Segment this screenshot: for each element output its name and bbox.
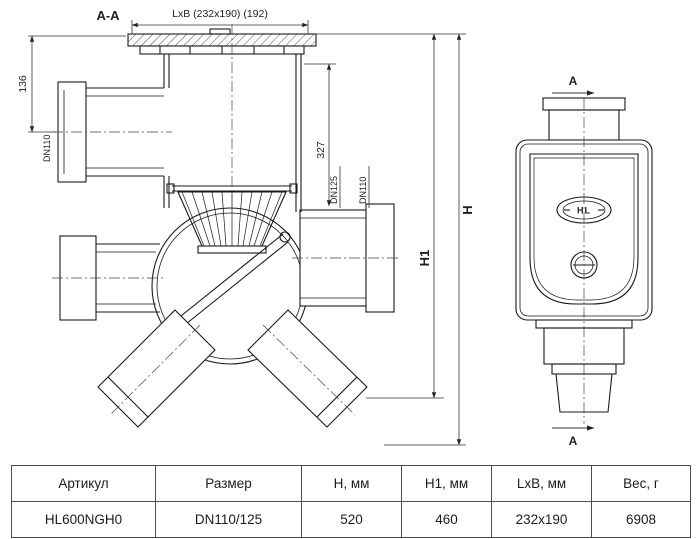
section-title: А-А <box>96 8 120 23</box>
center-axes <box>52 24 400 416</box>
dim-h1: H1 <box>366 33 444 399</box>
front-access-door <box>529 153 639 305</box>
spec-table: Артикул Размер H, мм H1, мм LxB, мм Вес,… <box>11 465 691 538</box>
col-header-h1: H1, мм <box>402 466 492 502</box>
cell-h: 520 <box>302 502 402 537</box>
funnel-walls <box>163 54 302 212</box>
cut-label-top: А <box>569 74 578 88</box>
dim-lxb-top: LxB (232x190) (192) <box>131 8 309 34</box>
front-bottom-pipes <box>535 319 633 413</box>
hl-logo-text: HL <box>577 206 591 216</box>
col-header-article: Артикул <box>12 466 156 502</box>
dim-lxb-label: LxB (232x190) (192) <box>172 8 268 20</box>
front-view: А А HL <box>515 74 653 448</box>
cell-h1: 460 <box>402 502 492 537</box>
dim-h-label: H <box>460 205 475 214</box>
dn110-outlet-label: DN110 <box>358 177 368 204</box>
outlet-diameter-labels: DN125 DN110 <box>329 166 370 208</box>
dn110-inlet-label: DN110 <box>42 135 52 162</box>
strainer-basket <box>166 183 298 254</box>
dim-327: 327 <box>304 63 336 207</box>
dim-327-label: 327 <box>315 141 327 159</box>
dim-h1-label: H1 <box>417 250 432 267</box>
cut-label-bottom: А <box>569 434 578 448</box>
dim-136: 136 <box>17 35 126 133</box>
lid-grate <box>127 28 317 55</box>
col-header-h: H, мм <box>302 466 402 502</box>
cell-article: HL600NGH0 <box>12 502 156 537</box>
technical-drawing: LxB (232x190) (192) А-А 136 DN110 327 DN… <box>17 8 653 448</box>
section-cut-marks: А А <box>552 74 595 448</box>
locking-screw <box>570 251 598 279</box>
dn125-outlet-label: DN125 <box>329 176 339 204</box>
cell-lxb: 232x190 <box>492 502 592 537</box>
col-header-weight: Вес, г <box>592 466 690 502</box>
dim-136-label: 136 <box>17 75 29 93</box>
backflow-flap <box>171 231 291 331</box>
col-header-lxb: LxB, мм <box>492 466 592 502</box>
hl-logo: HL <box>556 196 612 224</box>
cell-size: DN110/125 <box>156 502 302 537</box>
front-body: HL <box>515 139 653 321</box>
section-view: LxB (232x190) (192) А-А 136 DN110 327 DN… <box>17 8 475 446</box>
col-header-size: Размер <box>156 466 302 502</box>
cell-weight: 6908 <box>625 512 657 527</box>
dim-h: H <box>316 33 475 446</box>
